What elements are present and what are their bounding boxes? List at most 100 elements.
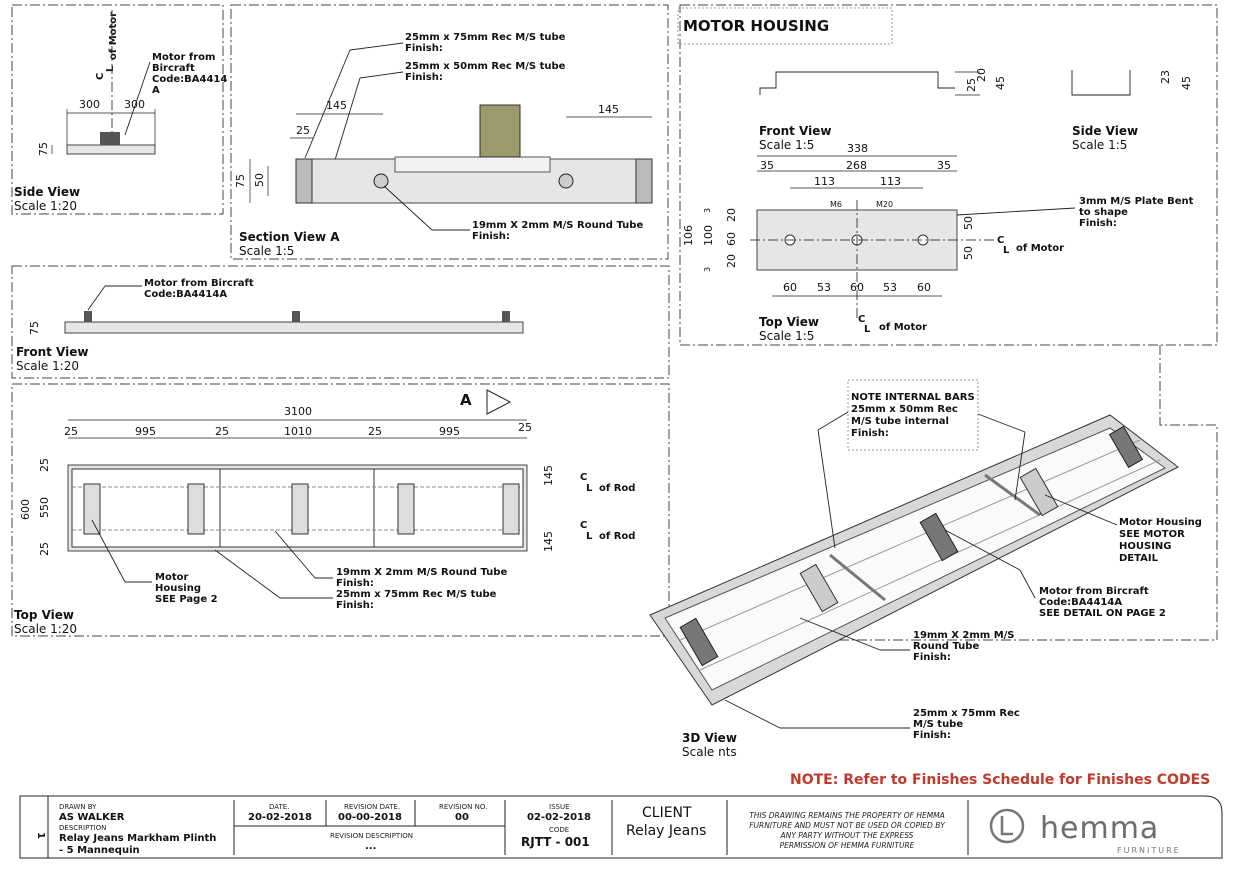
mh-d45b: 45	[1180, 76, 1193, 90]
mh-side-scale: Scale 1:5	[1072, 138, 1127, 152]
mh-d113a: 113	[814, 175, 835, 188]
side-view-cl-of-motor: of Motor	[108, 12, 119, 60]
side-view-motor	[100, 132, 120, 145]
section-housing	[394, 156, 551, 173]
hemma-logo-icon	[989, 808, 1025, 844]
mh-plate-leader	[956, 207, 1076, 216]
top-view-scale: Scale 1:20	[14, 622, 77, 636]
view-3d-rod-2	[699, 459, 1161, 671]
view-3d-bars-note-2: 25mm x 50mm Rec	[851, 404, 958, 415]
tb-rev-date: 00-00-2018	[338, 812, 402, 823]
top-dim-550: 550	[38, 497, 51, 518]
side-view-title: Side View	[14, 185, 80, 199]
top-dim-145b: 145	[542, 531, 555, 552]
view-3d-rec-note-1: 25mm x 75mm Rec	[913, 708, 1020, 719]
tb-disclaimer-4: PERMISSION OF HEMMA FURNITURE	[780, 841, 915, 850]
top-rec-note-2: Finish:	[336, 600, 374, 611]
mh-cl-c-bottom: C	[858, 314, 865, 325]
front-frame	[64, 321, 524, 334]
top-cl-l-1: L	[586, 483, 593, 494]
view-3d-bars-note-box	[847, 379, 979, 451]
tb-rev-desc-label: REVISION DESCRIPTION	[330, 832, 413, 840]
top-dim-25-4: 25	[518, 421, 532, 434]
front-view-border	[11, 265, 670, 379]
front-motor-3	[502, 311, 510, 322]
tb-disclaimer-3: ANY PARTY WITHOUT THE EXPRESS	[780, 831, 914, 840]
top-housing-1	[83, 483, 101, 535]
front-motor-1	[84, 311, 92, 322]
tb-code-label: CODE	[549, 826, 569, 834]
section-tube2-label: 25mm x 50mm Rec M/S tube	[405, 61, 566, 72]
side-view-frame	[66, 144, 156, 155]
mh-plate-note-3: Finish:	[1079, 218, 1117, 229]
mh-cl-motor-right: of Motor	[1016, 243, 1064, 254]
view-3d-round-leader-a	[799, 617, 881, 651]
view-3d-housing-note-2: SEE MOTOR	[1119, 529, 1185, 540]
section-dim-75: 75	[234, 174, 247, 188]
mh-cl-motor-bottom: of Motor	[879, 322, 927, 333]
view-3d-bars-note-3: M/S tube internal	[851, 416, 949, 427]
view-3d-panel: NOTE INTERNAL BARS 25mm x 50mm Rec M/S t…	[649, 345, 1218, 759]
section-leader-1a	[349, 42, 404, 51]
hemma-brand: hemma	[1040, 811, 1159, 846]
side-view-motor-note-2: Bircraft	[152, 63, 195, 74]
mh-b53b: 53	[883, 281, 897, 294]
front-view-panel: Motor from Bircraft Code:BA4414A 75 Fron…	[11, 265, 670, 379]
view-3d-bar-2	[984, 473, 1041, 517]
side-view-scale: Scale 1:20	[14, 199, 77, 213]
side-view-dim-300-left: 300	[79, 98, 100, 111]
top-rod-label-2: of Rod	[599, 531, 635, 542]
front-motor-2	[292, 311, 300, 322]
top-dim-25b: 25	[38, 542, 51, 556]
mh-b60a: 60	[783, 281, 797, 294]
mh-d25: 25	[965, 78, 978, 92]
motor-housing-border	[679, 4, 1218, 346]
top-dim-25-3: 25	[368, 425, 382, 438]
top-dim-145a: 145	[542, 465, 555, 486]
view-3d-motor-note-3: SEE DETAIL ON PAGE 2	[1039, 608, 1166, 619]
top-section-mark: A	[460, 391, 472, 409]
mh-m20: M20	[876, 200, 893, 209]
mh-plate-note-1: 3mm M/S Plate Bent	[1079, 196, 1194, 207]
view-3d-round-note-3: Finish:	[913, 652, 951, 663]
view-3d-motor-note-2: Code:BA4414A	[1039, 597, 1122, 608]
section-dim-145b: 145	[598, 103, 619, 116]
title-block-border	[19, 795, 1223, 859]
front-leader-b	[87, 285, 106, 311]
top-housing-leader-a	[91, 519, 126, 583]
tb-desc-1: Relay Jeans Markham Plinth	[59, 833, 216, 844]
view-3d-housing-note-4: DETAIL	[1119, 553, 1159, 564]
front-motor-note-1: Motor from Bircraft	[144, 278, 254, 289]
side-view-motor-note-1: Motor from	[152, 52, 215, 63]
view-3d-motor-leader-b	[1019, 569, 1036, 599]
view-3d-bars-leader-a	[817, 411, 849, 431]
section-dim-50: 50	[253, 173, 266, 187]
side-view-motor-note-3: Code:BA4414	[152, 74, 227, 85]
view-3d-motor-3	[1108, 425, 1144, 469]
view-3d-bars-note-4: Finish:	[851, 428, 889, 439]
tb-issue-label: ISSUE	[549, 803, 570, 811]
mh-d35b: 35	[937, 159, 951, 172]
hemma-brand-sub: FURNITURE	[1117, 846, 1181, 855]
side-view-panel: C L of Motor Motor from Bircraft Code:BA…	[11, 4, 227, 215]
tb-client: Relay Jeans	[626, 823, 706, 839]
motor-housing-panel: MOTOR HOUSING 25 20 45 Front View Scale …	[677, 4, 1218, 346]
tb-sheet-no: 1	[35, 832, 46, 839]
view-3d-motor-leader-a	[944, 529, 1021, 571]
top-dim-3100: 3100	[284, 405, 312, 418]
section-end-left	[295, 158, 313, 204]
view-3d-round-note-1: 19mm X 2mm M/S	[913, 630, 1015, 641]
tb-drawn-by: AS WALKER	[59, 812, 125, 823]
mh-d3a: 3	[703, 208, 712, 213]
top-housing-4	[397, 483, 415, 535]
view-3d-title: 3D View	[682, 731, 737, 745]
top-rod-label-1: of Rod	[599, 483, 635, 494]
view-3d-rec-leader-a	[724, 699, 781, 729]
front-view-scale: Scale 1:20	[16, 359, 79, 373]
tb-rev-no: 00	[455, 812, 469, 823]
mh-d50b: 50	[962, 246, 975, 260]
view-3d-housing-2	[1019, 467, 1059, 517]
top-cl-c-1: C	[580, 472, 587, 483]
view-3d-rod-1	[679, 439, 1141, 641]
view-3d-bars-leader-b	[817, 429, 836, 549]
